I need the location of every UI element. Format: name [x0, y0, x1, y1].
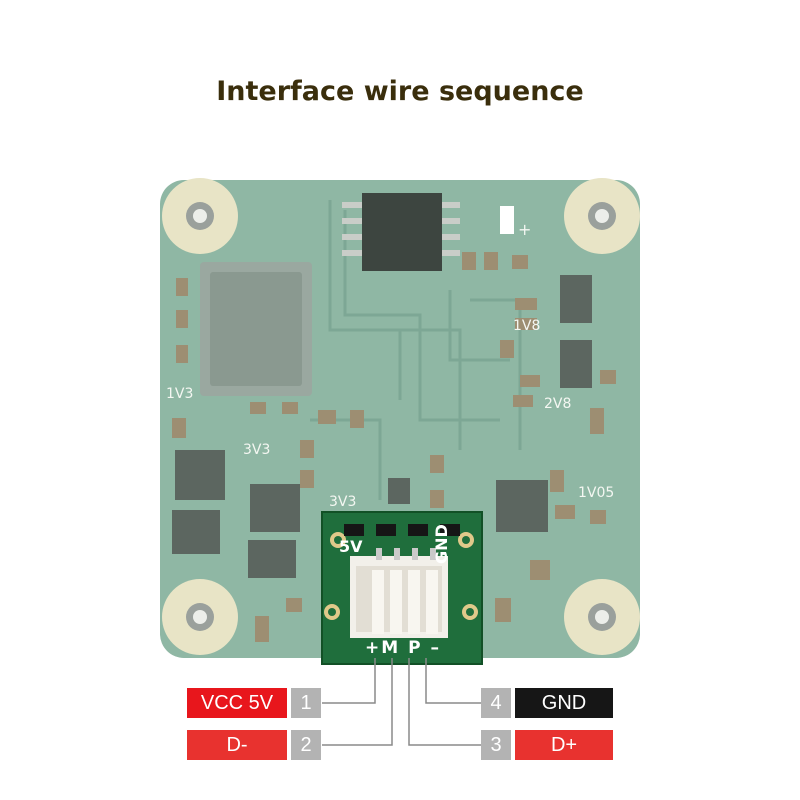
- pin-2-number: 2: [291, 730, 321, 760]
- pin-leader-lines: [322, 658, 481, 746]
- connector-board: [321, 511, 483, 665]
- connector-5v-label: 5V: [339, 537, 363, 556]
- connector-gnd-label: GND: [432, 524, 451, 564]
- pin-3-number: 3: [481, 730, 511, 760]
- pin-4-number: 4: [481, 688, 511, 718]
- silk-plus: +: [518, 220, 532, 239]
- silk-2v8: 2V8: [544, 396, 572, 412]
- pin-2-label: D-: [187, 730, 287, 760]
- pin-1-number: 1: [291, 688, 321, 718]
- mounting-holes: [162, 178, 640, 655]
- pin-4-label: GND: [515, 688, 613, 718]
- small-ics: [172, 206, 592, 578]
- pin-3-label: D+: [515, 730, 613, 760]
- silk-3v3-b: 3V3: [329, 494, 357, 510]
- silk-1v8: 1V8: [513, 318, 541, 334]
- flash-chip: [342, 193, 460, 271]
- connector-pin-silk: +M P –: [365, 638, 441, 658]
- silk-1v05: 1V05: [578, 485, 615, 501]
- silk-1v3: 1V3: [166, 386, 194, 402]
- passive-components: [172, 252, 616, 642]
- diagram-title: Interface wire sequence: [216, 76, 584, 107]
- main-chip: [200, 262, 312, 396]
- silk-3v3-a: 3V3: [243, 442, 271, 458]
- pin-1-label: VCC 5V: [187, 688, 287, 718]
